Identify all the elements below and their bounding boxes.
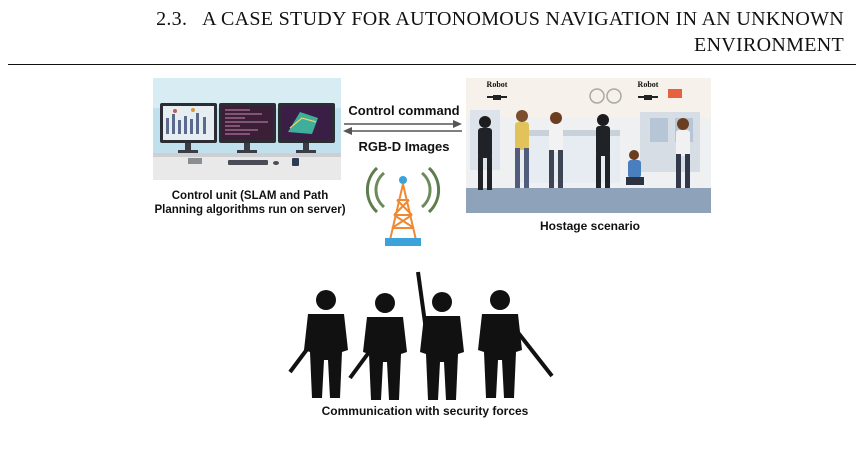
- people-group: [478, 110, 690, 190]
- soldier-silhouette-3: [416, 271, 464, 400]
- control-unit-illustration: [153, 78, 341, 180]
- communication-tower-icon: [365, 166, 441, 246]
- security-forces-caption: Communication with security forces: [321, 404, 529, 418]
- header-title-line1: 2.3. A CASE STUDY FOR AUTONOMOUS NAVIGAT…: [156, 8, 844, 31]
- monitor-right: [278, 103, 335, 153]
- header-rule: [8, 64, 856, 65]
- control-unit-caption-line1: Control unit (SLAM and Path: [171, 190, 329, 202]
- robot-label-2: Robot: [637, 80, 659, 89]
- hostage-scenario-illustration: [466, 78, 711, 213]
- control-command-label: Control command: [348, 103, 460, 118]
- rgbd-images-label: RGB-D Images: [358, 139, 450, 154]
- soldier-silhouette-4: [478, 290, 554, 398]
- soldier-silhouette-2: [348, 293, 407, 400]
- hostage-scenario-caption: Hostage scenario: [539, 219, 641, 233]
- robot-drone-1: [487, 95, 507, 100]
- monitor-left: [160, 103, 217, 153]
- robot-label-1: Robot: [486, 80, 508, 89]
- robot-drone-2: [638, 95, 658, 100]
- section-title: A CASE STUDY FOR AUTONOMOUS NAVIGATION I…: [202, 8, 844, 30]
- monitor-middle: [219, 103, 276, 153]
- security-forces-illustration: [288, 271, 554, 400]
- control-unit-caption-line2: Planning algorithms run on server): [154, 204, 346, 216]
- running-header: 2.3. A CASE STUDY FOR AUTONOMOUS NAVIGAT…: [8, 6, 856, 68]
- soldier-silhouette-1: [288, 290, 348, 398]
- communication-arrows: [343, 120, 462, 135]
- header-title-line2: ENVIRONMENT: [694, 34, 844, 56]
- section-number: 2.3.: [156, 8, 188, 30]
